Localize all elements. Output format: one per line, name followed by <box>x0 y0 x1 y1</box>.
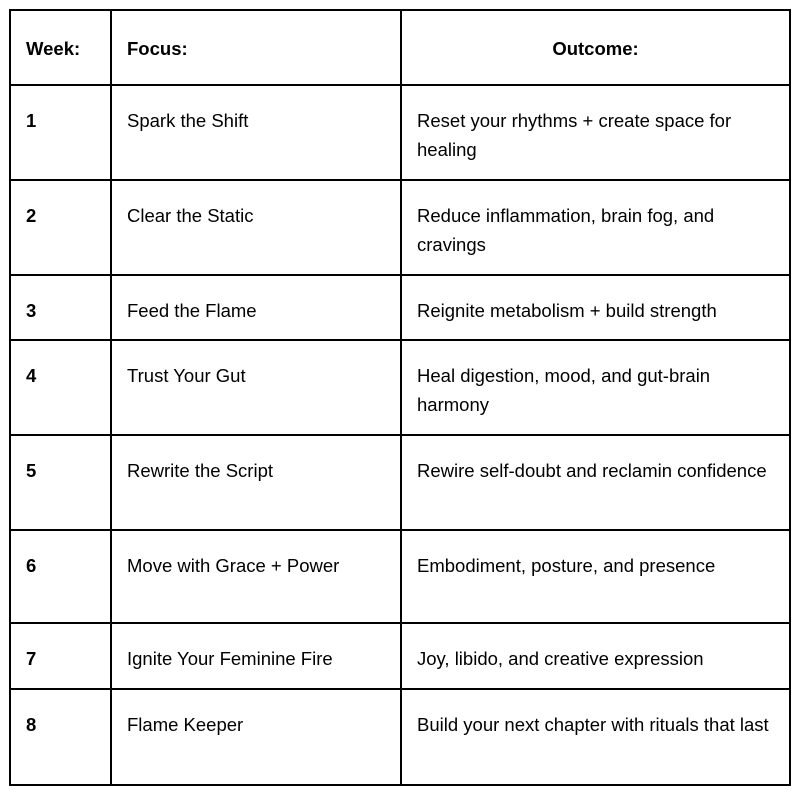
table-row: 8 Flame Keeper Build your next chapter w… <box>9 688 791 786</box>
week-number: 7 <box>26 648 37 669</box>
table-row: 6 Move with Grace + Power Embodiment, po… <box>9 529 791 624</box>
week-cell: 8 <box>9 688 112 786</box>
focus-text: Spark the Shift <box>127 110 249 131</box>
table-row: 7 Ignite Your Feminine Fire Joy, libido,… <box>9 622 791 690</box>
focus-cell: Feed the Flame <box>110 274 402 341</box>
focus-cell: Spark the Shift <box>110 84 402 181</box>
focus-column-header: Focus: <box>110 9 402 86</box>
focus-text: Feed the Flame <box>127 300 257 321</box>
focus-cell: Move with Grace + Power <box>110 529 402 624</box>
focus-text: Trust Your Gut <box>127 365 246 386</box>
week-number: 4 <box>26 365 37 386</box>
outcome-cell: Embodiment, posture, and presence <box>400 529 791 624</box>
outcome-text: Build your next chapter with rituals tha… <box>417 714 769 735</box>
outcome-cell: Reignite metabolism + build strength <box>400 274 791 341</box>
week-number: 1 <box>26 110 37 131</box>
week-number: 8 <box>26 714 37 735</box>
table-row: 1 Spark the Shift Reset your rhythms + c… <box>9 84 791 181</box>
outcome-text: Heal digestion, mood, and gut-brain harm… <box>417 365 711 415</box>
outcome-text: Reset your rhythms + create space for he… <box>417 110 732 160</box>
focus-cell: Rewrite the Script <box>110 434 402 531</box>
focus-text: Move with Grace + Power <box>127 555 340 576</box>
week-cell: 5 <box>9 434 112 531</box>
week-cell: 4 <box>9 339 112 436</box>
outcome-cell: Heal digestion, mood, and gut-brain harm… <box>400 339 791 436</box>
week-cell: 2 <box>9 179 112 276</box>
outcome-cell: Rewire self-doubt and reclamin confidenc… <box>400 434 791 531</box>
week-cell: 1 <box>9 84 112 181</box>
outcome-column-header: Outcome: <box>400 9 791 86</box>
week-header-label: Week: <box>26 38 81 59</box>
focus-text: Flame Keeper <box>127 714 244 735</box>
focus-cell: Ignite Your Feminine Fire <box>110 622 402 690</box>
focus-cell: Trust Your Gut <box>110 339 402 436</box>
week-number: 3 <box>26 300 37 321</box>
week-cell: 6 <box>9 529 112 624</box>
week-number: 2 <box>26 205 37 226</box>
table-header-row: Week: Focus: Outcome: <box>9 9 791 86</box>
outcome-text: Joy, libido, and creative expression <box>417 648 704 669</box>
week-number: 6 <box>26 555 37 576</box>
outcome-cell: Reset your rhythms + create space for he… <box>400 84 791 181</box>
focus-header-label: Focus: <box>127 38 188 59</box>
focus-text: Clear the Static <box>127 205 254 226</box>
table-row: 2 Clear the Static Reduce inflammation, … <box>9 179 791 276</box>
table-row: 5 Rewrite the Script Rewire self-doubt a… <box>9 434 791 531</box>
focus-cell: Clear the Static <box>110 179 402 276</box>
week-cell: 3 <box>9 274 112 341</box>
outcome-text: Reignite metabolism + build strength <box>417 300 717 321</box>
outcome-cell: Reduce inflammation, brain fog, and crav… <box>400 179 791 276</box>
week-column-header: Week: <box>9 9 112 86</box>
week-number: 5 <box>26 460 37 481</box>
week-cell: 7 <box>9 622 112 690</box>
weekly-plan-table: Week: Focus: Outcome: 1 Spark the Shift … <box>9 9 791 786</box>
outcome-cell: Joy, libido, and creative expression <box>400 622 791 690</box>
outcome-text: Rewire self-doubt and reclamin confidenc… <box>417 460 767 481</box>
table-row: 4 Trust Your Gut Heal digestion, mood, a… <box>9 339 791 436</box>
focus-text: Rewrite the Script <box>127 460 273 481</box>
outcome-cell: Build your next chapter with rituals tha… <box>400 688 791 786</box>
outcome-text: Embodiment, posture, and presence <box>417 555 716 576</box>
outcome-header-label: Outcome: <box>552 38 639 59</box>
table-row: 3 Feed the Flame Reignite metabolism + b… <box>9 274 791 341</box>
focus-text: Ignite Your Feminine Fire <box>127 648 333 669</box>
outcome-text: Reduce inflammation, brain fog, and crav… <box>417 205 715 255</box>
focus-cell: Flame Keeper <box>110 688 402 786</box>
